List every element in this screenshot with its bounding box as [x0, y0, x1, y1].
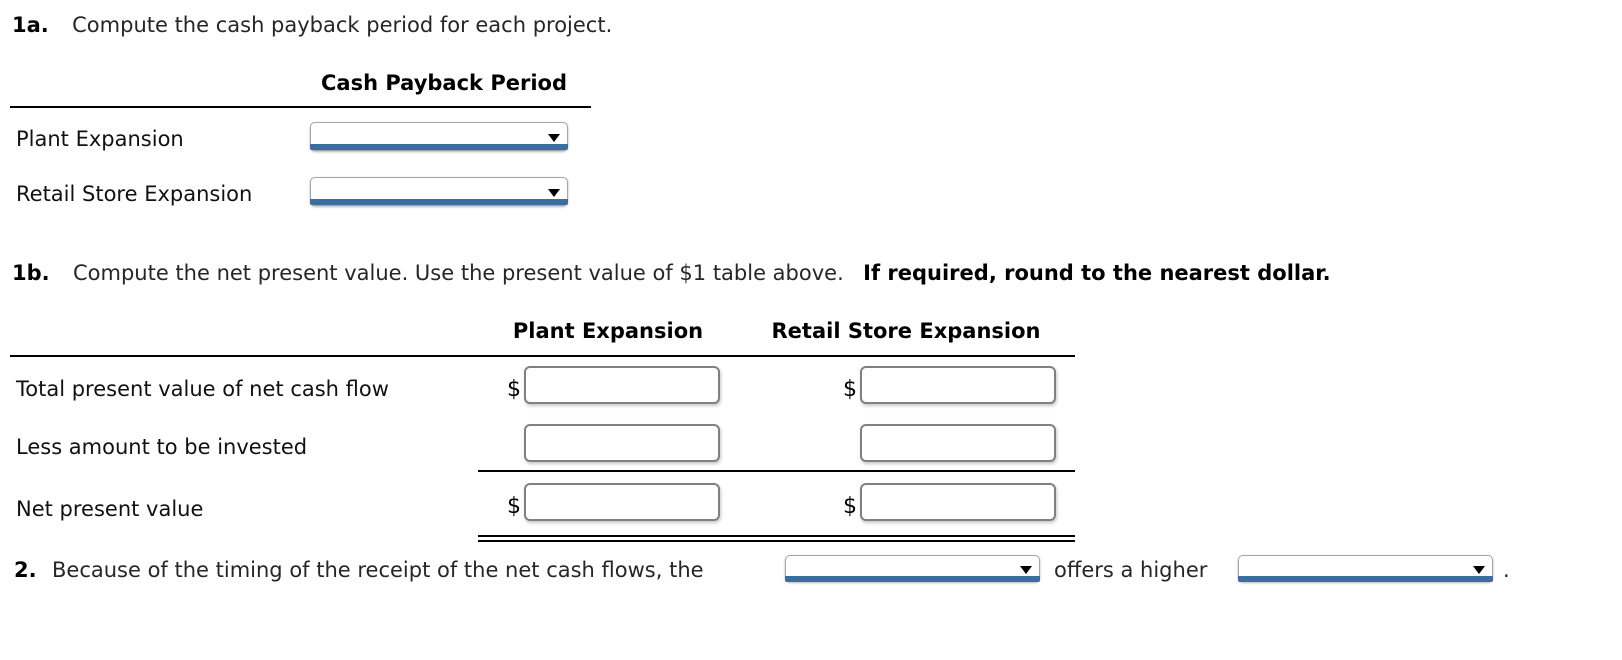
question-1b-prompt: 1b. Compute the net present value. Use t…	[12, 260, 1331, 286]
currency-symbol-retail-npv: $	[843, 494, 857, 519]
chevron-down-icon	[548, 133, 560, 142]
question-2-text-middle: offers a higher	[1054, 558, 1208, 582]
question-1b-text: Compute the net present value. Use the p…	[73, 261, 844, 285]
currency-symbol-retail-total: $	[843, 377, 857, 402]
table-1b-top-rule	[10, 355, 1075, 357]
question-1b-number: 1b.	[12, 261, 50, 285]
input-plant-net-present-value[interactable]	[524, 483, 720, 521]
input-plant-less-amount-invested[interactable]	[524, 424, 720, 462]
question-1a-text: Compute the cash payback period for each…	[72, 13, 613, 37]
question-2-number: 2.	[14, 558, 37, 582]
table-1a-top-rule	[10, 106, 591, 108]
table-1b-bottom-rule-lower	[478, 540, 1075, 542]
dropdown-retail-store-expansion-payback-underline	[310, 199, 568, 205]
dropdown-higher-project-underline	[785, 576, 1040, 582]
question-1a-prompt: 1a. Compute the cash payback period for …	[12, 12, 612, 38]
question-1a-number: 1a.	[12, 13, 49, 37]
question-1b-text-bold: If required, round to the nearest dollar…	[863, 261, 1331, 285]
question-2-text-after: .	[1503, 558, 1510, 582]
row-label-retail-store-expansion: Retail Store Expansion	[16, 182, 253, 206]
chevron-down-icon	[1473, 565, 1485, 574]
cash-payback-period-header: Cash Payback Period	[321, 71, 567, 95]
dropdown-higher-measure-underline	[1238, 576, 1493, 582]
currency-symbol-plant-npv: $	[507, 494, 521, 519]
table-1b-subtotal-rule	[478, 470, 1075, 472]
row-label-less-amount-invested: Less amount to be invested	[16, 435, 308, 459]
input-plant-total-present-value[interactable]	[524, 366, 720, 404]
table-1b-bottom-rule-upper	[478, 535, 1075, 537]
column-header-retail-store-expansion: Retail Store Expansion	[771, 319, 1041, 343]
input-retail-total-present-value[interactable]	[860, 366, 1056, 404]
chevron-down-icon	[1020, 565, 1032, 574]
row-label-net-present-value: Net present value	[16, 497, 204, 521]
row-label-total-present-value: Total present value of net cash flow	[16, 377, 389, 401]
chevron-down-icon	[548, 188, 560, 197]
currency-symbol-plant-total: $	[507, 377, 521, 402]
question-2-text-before: Because of the timing of the receipt of …	[52, 558, 704, 582]
input-retail-net-present-value[interactable]	[860, 483, 1056, 521]
row-label-plant-expansion: Plant Expansion	[16, 127, 184, 151]
column-header-plant-expansion: Plant Expansion	[512, 319, 704, 343]
dropdown-plant-expansion-payback-underline	[310, 144, 568, 150]
input-retail-less-amount-invested[interactable]	[860, 424, 1056, 462]
